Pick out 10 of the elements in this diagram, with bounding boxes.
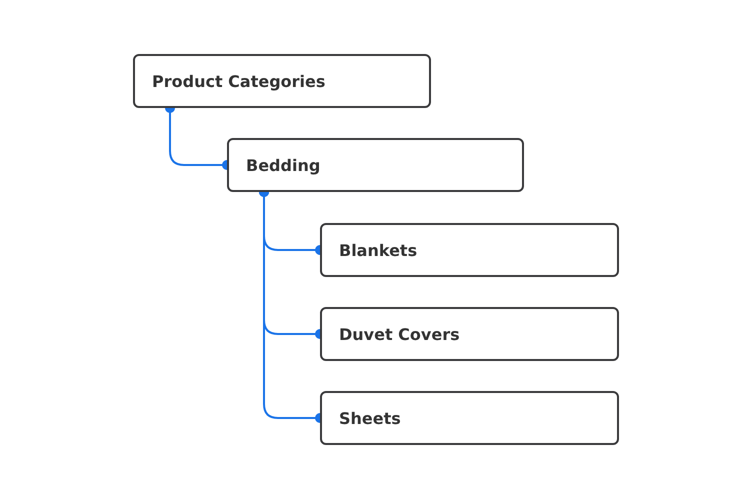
- category-label: Product Categories: [152, 72, 326, 90]
- category-label: Sheets: [339, 408, 401, 428]
- category-box: [133, 54, 431, 108]
- category-box: [227, 138, 524, 192]
- category-box: [320, 391, 619, 445]
- category-label: Blankets: [339, 240, 418, 260]
- category-box: [320, 307, 619, 361]
- category-box: [320, 223, 619, 277]
- category-label: Bedding: [246, 156, 320, 174]
- category-label: Duvet Covers: [339, 324, 460, 344]
